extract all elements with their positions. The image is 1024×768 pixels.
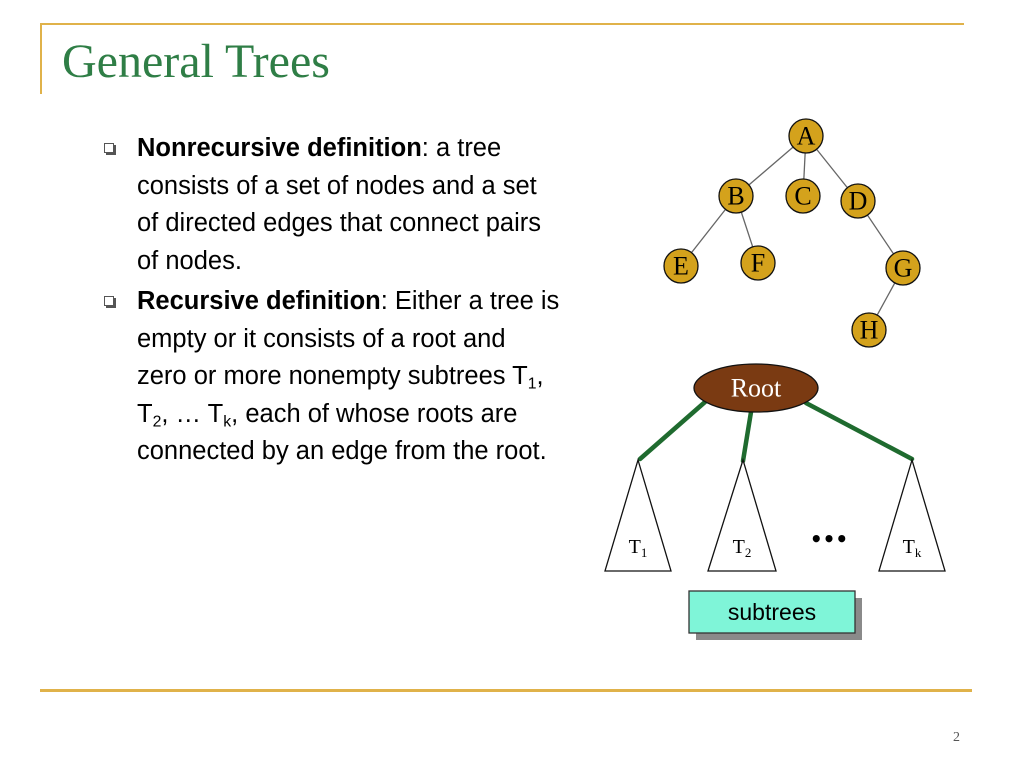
text-recursive-a: : Either a tree is empty or it consists …	[137, 287, 560, 390]
root-edge-tk	[803, 400, 915, 462]
text-nonrecursive: : a tree consists of a set of nodes and …	[137, 134, 542, 275]
subtree-label-tk: Tk	[903, 536, 922, 560]
subtree-triangle-t2	[707, 457, 777, 572]
term-nonrecursive: Nonrecursive definition	[137, 134, 422, 162]
page-number: 2	[953, 730, 960, 745]
svg-text:D: D	[849, 187, 868, 216]
text-recursive-d: , each of whose roots are connected by a…	[137, 399, 547, 466]
bullet-recursive: Recursive definition: Either a tree is e…	[100, 283, 560, 471]
subtree-triangle-tk	[878, 457, 946, 572]
subtree-triangle-t1	[604, 457, 672, 572]
tree-node-a: A	[788, 118, 824, 154]
tree-edges	[680, 135, 904, 331]
subtrees-box-fill	[688, 590, 856, 634]
sub-1: 1	[527, 375, 537, 393]
root-node: Root	[693, 363, 819, 413]
subtree-triangles	[604, 457, 946, 572]
subtree-label-t1: T1	[629, 536, 648, 560]
bullet-nonrecursive: Nonrecursive definition: a tree consists…	[100, 130, 560, 280]
text-recursive-c: , … T	[161, 399, 224, 428]
root-edge-t2	[740, 409, 754, 464]
subtree-label-t2: T2	[733, 536, 752, 560]
slide-title: General Trees	[62, 35, 330, 88]
root-edge-t1	[637, 399, 708, 462]
svg-text:C: C	[794, 182, 811, 211]
root-edges	[637, 399, 915, 464]
subtree-labels: T1 T2 Tk	[629, 536, 922, 560]
text-recursive-b: , T	[137, 362, 544, 428]
frame-top-rule	[40, 23, 964, 25]
svg-text:B: B	[727, 182, 744, 211]
frame-left-rule	[40, 23, 42, 94]
tree-nodes: A B C D E F G H	[663, 118, 921, 348]
tree-node-c: C	[785, 178, 821, 214]
tree-node-d: D	[840, 183, 876, 219]
sub-2: 2	[152, 413, 162, 431]
subtrees-box: subtrees	[688, 590, 862, 640]
svg-text:F: F	[751, 249, 765, 278]
svg-text:A: A	[797, 122, 816, 151]
svg-text:E: E	[673, 252, 689, 281]
tree-node-e: E	[663, 248, 699, 284]
tree-node-g: G	[885, 250, 921, 286]
svg-text:H: H	[860, 316, 879, 345]
ellipsis: •••	[810, 527, 848, 551]
subtrees-label: subtrees	[728, 599, 816, 625]
term-recursive: Recursive definition	[137, 287, 381, 315]
bullet-marker	[104, 296, 114, 306]
tree-node-h: H	[851, 312, 887, 348]
tree-node-b: B	[718, 178, 754, 214]
bullet-marker	[104, 143, 114, 153]
sub-k: k	[223, 413, 232, 431]
bullet-list: Nonrecursive definition: a tree consists…	[100, 130, 560, 471]
tree-node-f: F	[740, 245, 776, 281]
svg-text:G: G	[894, 254, 913, 283]
svg-text:Root: Root	[731, 374, 782, 403]
frame-bottom-rule	[40, 689, 972, 692]
